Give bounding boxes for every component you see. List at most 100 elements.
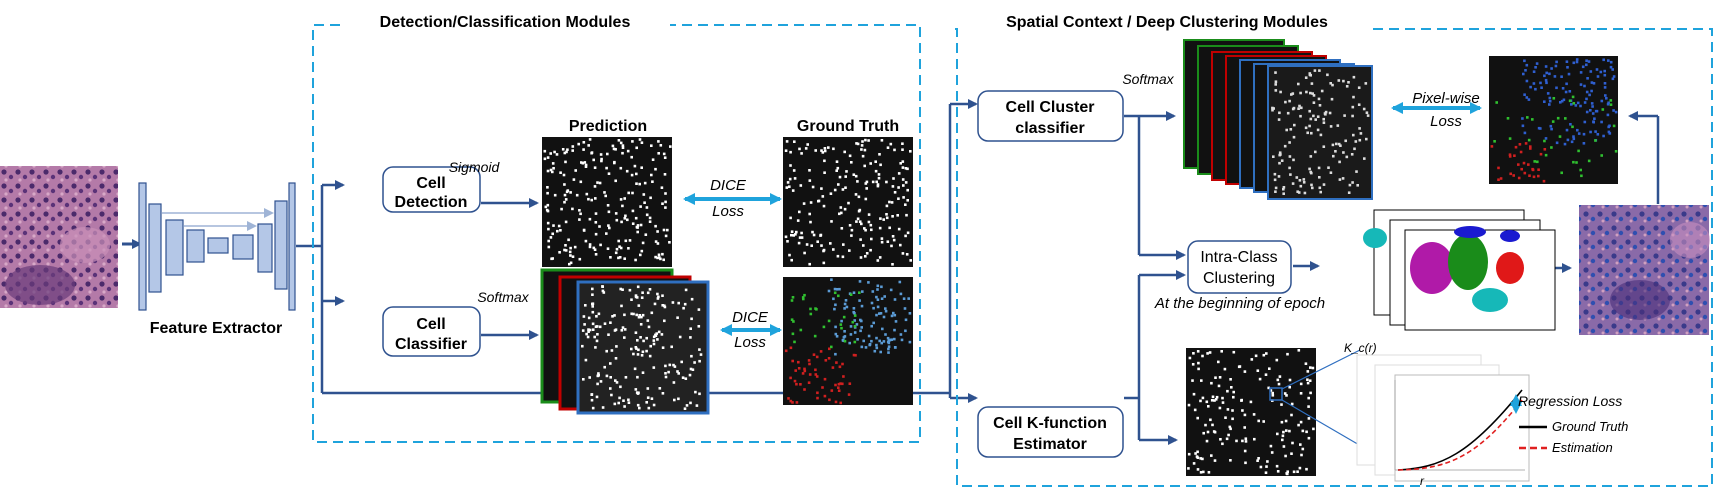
cell-dot	[646, 319, 650, 322]
cell-dot	[1523, 131, 1527, 135]
cell-dot	[1365, 111, 1369, 114]
regression-loss-label: Regression Loss	[1518, 393, 1622, 409]
cell-dot	[1521, 124, 1525, 128]
cell-dot	[795, 382, 798, 386]
cell-dot	[637, 348, 640, 352]
cell-dot	[1286, 470, 1289, 473]
cell-dot	[597, 374, 600, 377]
cell-dot	[1523, 93, 1526, 96]
cell-dot	[1275, 464, 1279, 468]
cell-dot	[621, 326, 625, 329]
cell-dot	[796, 219, 800, 222]
cell-dot	[614, 251, 618, 255]
cell-dot	[563, 183, 566, 186]
cell-dot	[1595, 68, 1599, 71]
cell-dot	[1589, 109, 1592, 112]
cell-dot	[618, 396, 621, 400]
cell-dot	[865, 252, 869, 255]
cell-dot	[578, 218, 581, 221]
cell-dot	[801, 372, 805, 375]
cell-dot	[693, 361, 696, 364]
cell-dot	[1607, 101, 1610, 105]
cell-dot	[872, 306, 875, 310]
cell-dot	[1307, 436, 1311, 440]
cell-dot	[621, 146, 625, 149]
cell-dot	[860, 148, 863, 151]
cell-dot	[553, 150, 556, 154]
cell-dot	[661, 346, 665, 349]
cell-dot	[1289, 128, 1293, 131]
cell-dot	[551, 170, 554, 174]
cell-dot	[1288, 385, 1291, 389]
cell-dot	[1218, 406, 1222, 410]
cell-dot	[660, 333, 664, 336]
cell-dot	[1243, 370, 1247, 373]
cell-dot	[649, 344, 652, 348]
cell-dot	[657, 330, 661, 334]
cell-dot	[635, 182, 638, 185]
cell-dot	[849, 293, 853, 296]
cell-dot	[820, 244, 823, 247]
cell-dot	[1579, 168, 1582, 172]
cell-dot	[819, 350, 823, 353]
cell-dot	[633, 164, 637, 168]
cell-dot	[1319, 133, 1323, 137]
cell-dot	[800, 152, 803, 155]
cell-dot	[659, 257, 662, 261]
cell-dot	[899, 333, 903, 336]
cell-dot	[836, 166, 840, 170]
cell-dot	[1564, 90, 1568, 94]
cell-dot	[1600, 154, 1603, 157]
cell-dot	[837, 389, 841, 392]
cell-dot	[1537, 174, 1540, 178]
cell-dot	[590, 393, 593, 396]
cell-dot	[584, 239, 588, 243]
cell-dot	[643, 181, 647, 185]
cell-dot	[789, 399, 793, 403]
cell-dot	[820, 149, 823, 152]
cell-dot	[1347, 191, 1351, 194]
cell-dot	[610, 393, 613, 397]
cell-dot	[658, 387, 662, 390]
cell-dot	[699, 353, 703, 356]
cell-dot	[1202, 470, 1205, 474]
cell-dot	[1527, 138, 1531, 142]
k-function-line2: Estimator	[1013, 436, 1087, 453]
cell-dot	[596, 382, 599, 386]
cell-dot	[623, 217, 627, 220]
cell-dot	[1585, 110, 1589, 114]
cell-dot	[1565, 82, 1568, 86]
cell-dot	[569, 254, 572, 257]
cell-dot	[1280, 420, 1284, 424]
cell-dot	[1243, 426, 1246, 429]
cell-dot	[610, 349, 614, 352]
cell-dot	[1605, 97, 1608, 100]
cell-dot	[1590, 89, 1593, 93]
cell-dot	[1252, 413, 1256, 416]
k-function-line1: Cell K-function	[993, 415, 1107, 432]
cell-dot	[1194, 452, 1197, 455]
cell-dot	[830, 220, 833, 223]
cell-dot	[821, 195, 825, 198]
cell-dot	[1517, 176, 1521, 180]
cell-dot	[1278, 151, 1282, 154]
cell-dot	[1290, 452, 1293, 455]
cell-dot	[811, 185, 815, 189]
cell-dot	[1599, 70, 1603, 74]
cell-dot	[827, 146, 830, 149]
cell-dot	[594, 221, 598, 224]
cell-dot	[620, 220, 623, 224]
cell-dot	[607, 172, 611, 175]
cell-dot	[1312, 94, 1316, 97]
cell-dot	[1217, 360, 1220, 364]
cell-dot	[833, 188, 837, 192]
cell-dot	[1187, 467, 1190, 470]
cell-dot	[793, 340, 796, 344]
cell-dot	[823, 147, 827, 150]
cell-dot	[893, 337, 896, 341]
cell-dot	[609, 321, 612, 324]
cell-dot	[605, 166, 608, 170]
cell-dot	[1609, 99, 1613, 102]
cell-dot	[1588, 93, 1591, 97]
cell-dot	[1585, 90, 1589, 94]
